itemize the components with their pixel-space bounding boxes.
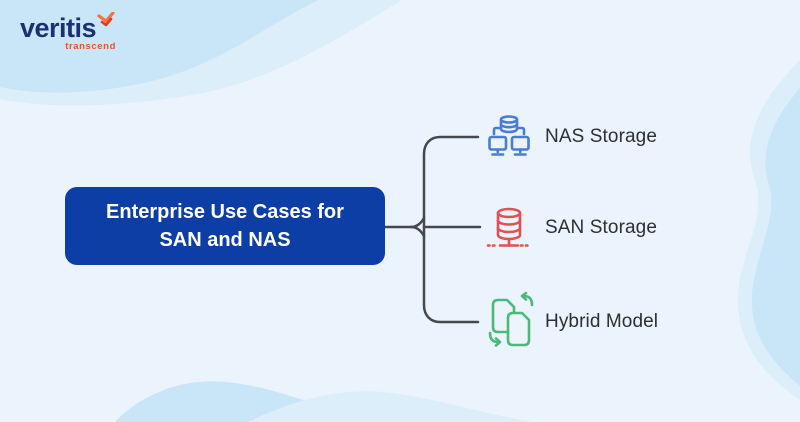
veritis-logo: veritis transcend bbox=[20, 12, 116, 52]
background-wave-bottom-dark bbox=[115, 381, 442, 422]
veritis-wordmark: veritis bbox=[20, 13, 97, 43]
background-wave-bottom-light bbox=[248, 391, 532, 422]
veritis-tagline: transcend bbox=[65, 41, 116, 52]
san-storage-icon bbox=[486, 207, 532, 247]
background-wave-right-dark bbox=[751, 88, 800, 386]
nas-storage-icon bbox=[488, 115, 530, 156]
branch-label-san-storage: SAN Storage bbox=[545, 217, 657, 238]
branch-label-hybrid-model: Hybrid Model bbox=[545, 311, 659, 332]
branch-label-nas-storage: NAS Storage bbox=[545, 126, 657, 147]
background-wave-top-left-dark bbox=[0, 0, 318, 93]
root-title-line2: SAN and NAS bbox=[159, 229, 291, 251]
hybrid-model-icon bbox=[488, 292, 534, 347]
root-node: Enterprise Use Cases for SAN and NAS bbox=[65, 187, 385, 265]
root-title-line1: Enterprise Use Cases for bbox=[106, 201, 344, 223]
veritis-chevron-icon bbox=[97, 12, 115, 27]
